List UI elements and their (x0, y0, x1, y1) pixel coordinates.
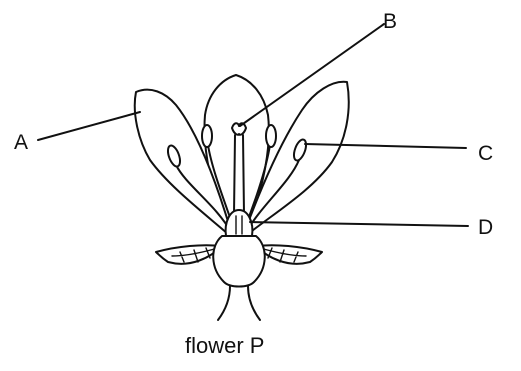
stigma (232, 123, 246, 135)
label-d: D (478, 216, 493, 239)
label-a: A (14, 131, 28, 154)
label-line-a (38, 112, 140, 140)
label-c: C (478, 142, 493, 165)
pedicel (218, 286, 260, 320)
label-line-d (250, 222, 468, 226)
anther (266, 125, 276, 147)
label-b: B (383, 10, 397, 33)
anther (202, 125, 212, 147)
receptacle (213, 236, 265, 287)
diagram-caption: flower P (185, 333, 264, 358)
ovary (226, 210, 253, 236)
